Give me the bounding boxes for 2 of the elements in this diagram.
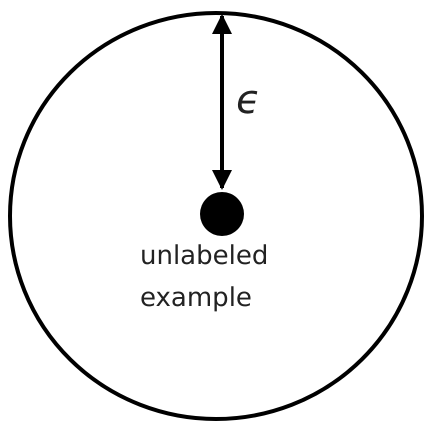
point-label: unlabeled example [140,240,270,315]
symbol-label: ϵ [236,76,262,125]
